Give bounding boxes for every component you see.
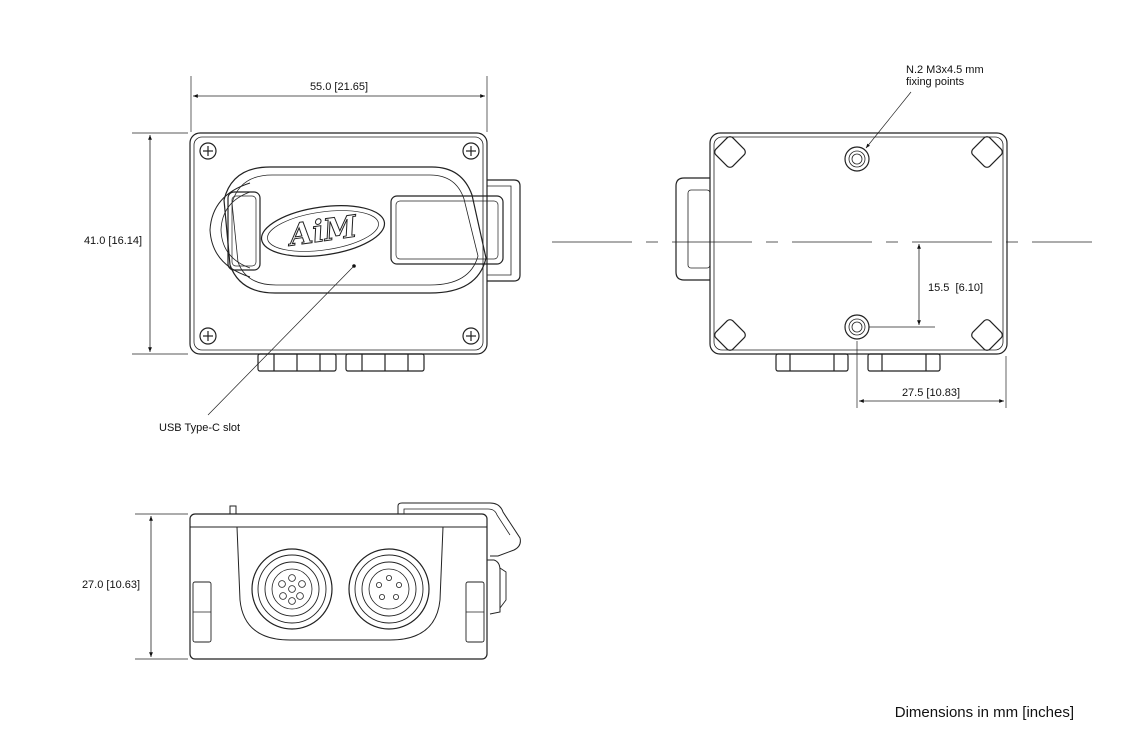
hole-offset-label: 15.5 [6.10] [928, 282, 983, 294]
usb-callout-label: USB Type-C slot [159, 422, 240, 434]
bottom-view [135, 502, 521, 660]
front-width-label: 55.0 [21.65] [310, 81, 368, 93]
units-note: Dimensions in mm [inches] [894, 704, 1074, 721]
front-view [132, 76, 521, 416]
aim-logo-text: AiM [284, 209, 360, 254]
connector-nut [257, 353, 337, 372]
usb-callout-leader [207, 266, 354, 416]
screw-icon [199, 142, 217, 160]
fixing-note-line1: N.2 M3x4.5 mm [906, 64, 984, 76]
hole-spacing-label: 27.5 [10.83] [902, 387, 960, 399]
screw-icon [462, 142, 480, 160]
connector-socket-icon [348, 548, 430, 630]
fixing-hole-icon [844, 146, 870, 172]
front-body-outline [189, 132, 488, 355]
screw-icon [462, 327, 480, 345]
front-height-label: 41.0 [16.14] [84, 235, 142, 247]
connector-socket-icon [251, 548, 333, 630]
bottom-body-outline [189, 513, 488, 660]
fixing-note-line2: fixing points [906, 76, 965, 88]
side-view [552, 91, 1092, 408]
usb-cover-lid [223, 166, 487, 294]
fixing-callout-leader [865, 91, 912, 149]
usb-slot-marker [352, 264, 356, 268]
aim-logo [260, 205, 386, 257]
bottom-height-label: 27.0 [10.63] [82, 579, 140, 591]
connector-nut [345, 353, 425, 372]
fixing-hole-icon [844, 314, 870, 340]
screw-icon [199, 327, 217, 345]
side-body-outline [709, 132, 1008, 355]
